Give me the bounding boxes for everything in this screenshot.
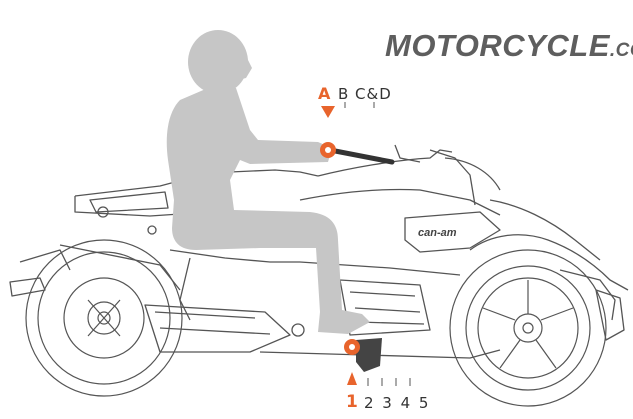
footpeg-selected-label: 1 [346,392,358,412]
handlebar-other-positions-label: B C&D [338,85,392,103]
handlebar [327,147,395,165]
rider-silhouette [166,30,370,334]
handlebar-selected-label: A [318,84,331,103]
logo-domain-text: .COM [609,40,633,61]
handlebar-scale-ticks [344,102,375,108]
logo-main-text: MOTORCYCLE [385,28,610,63]
handlebar-marker [320,142,336,158]
bike-brand-decal: can-am [418,227,457,239]
footpeg-bracket [356,338,382,372]
handlebar-pointer-icon [321,106,335,118]
motorcycle-com-logo: MOTORCYCLE.COM [385,28,633,68]
footpeg-scale-ticks [367,378,411,386]
footpeg-other-positions-label: 2 3 4 5 [364,394,431,412]
footpeg-pointer-icon [347,372,357,385]
front-wheel [449,249,607,407]
footpeg-marker [344,339,360,355]
rear-wheel [25,239,183,397]
